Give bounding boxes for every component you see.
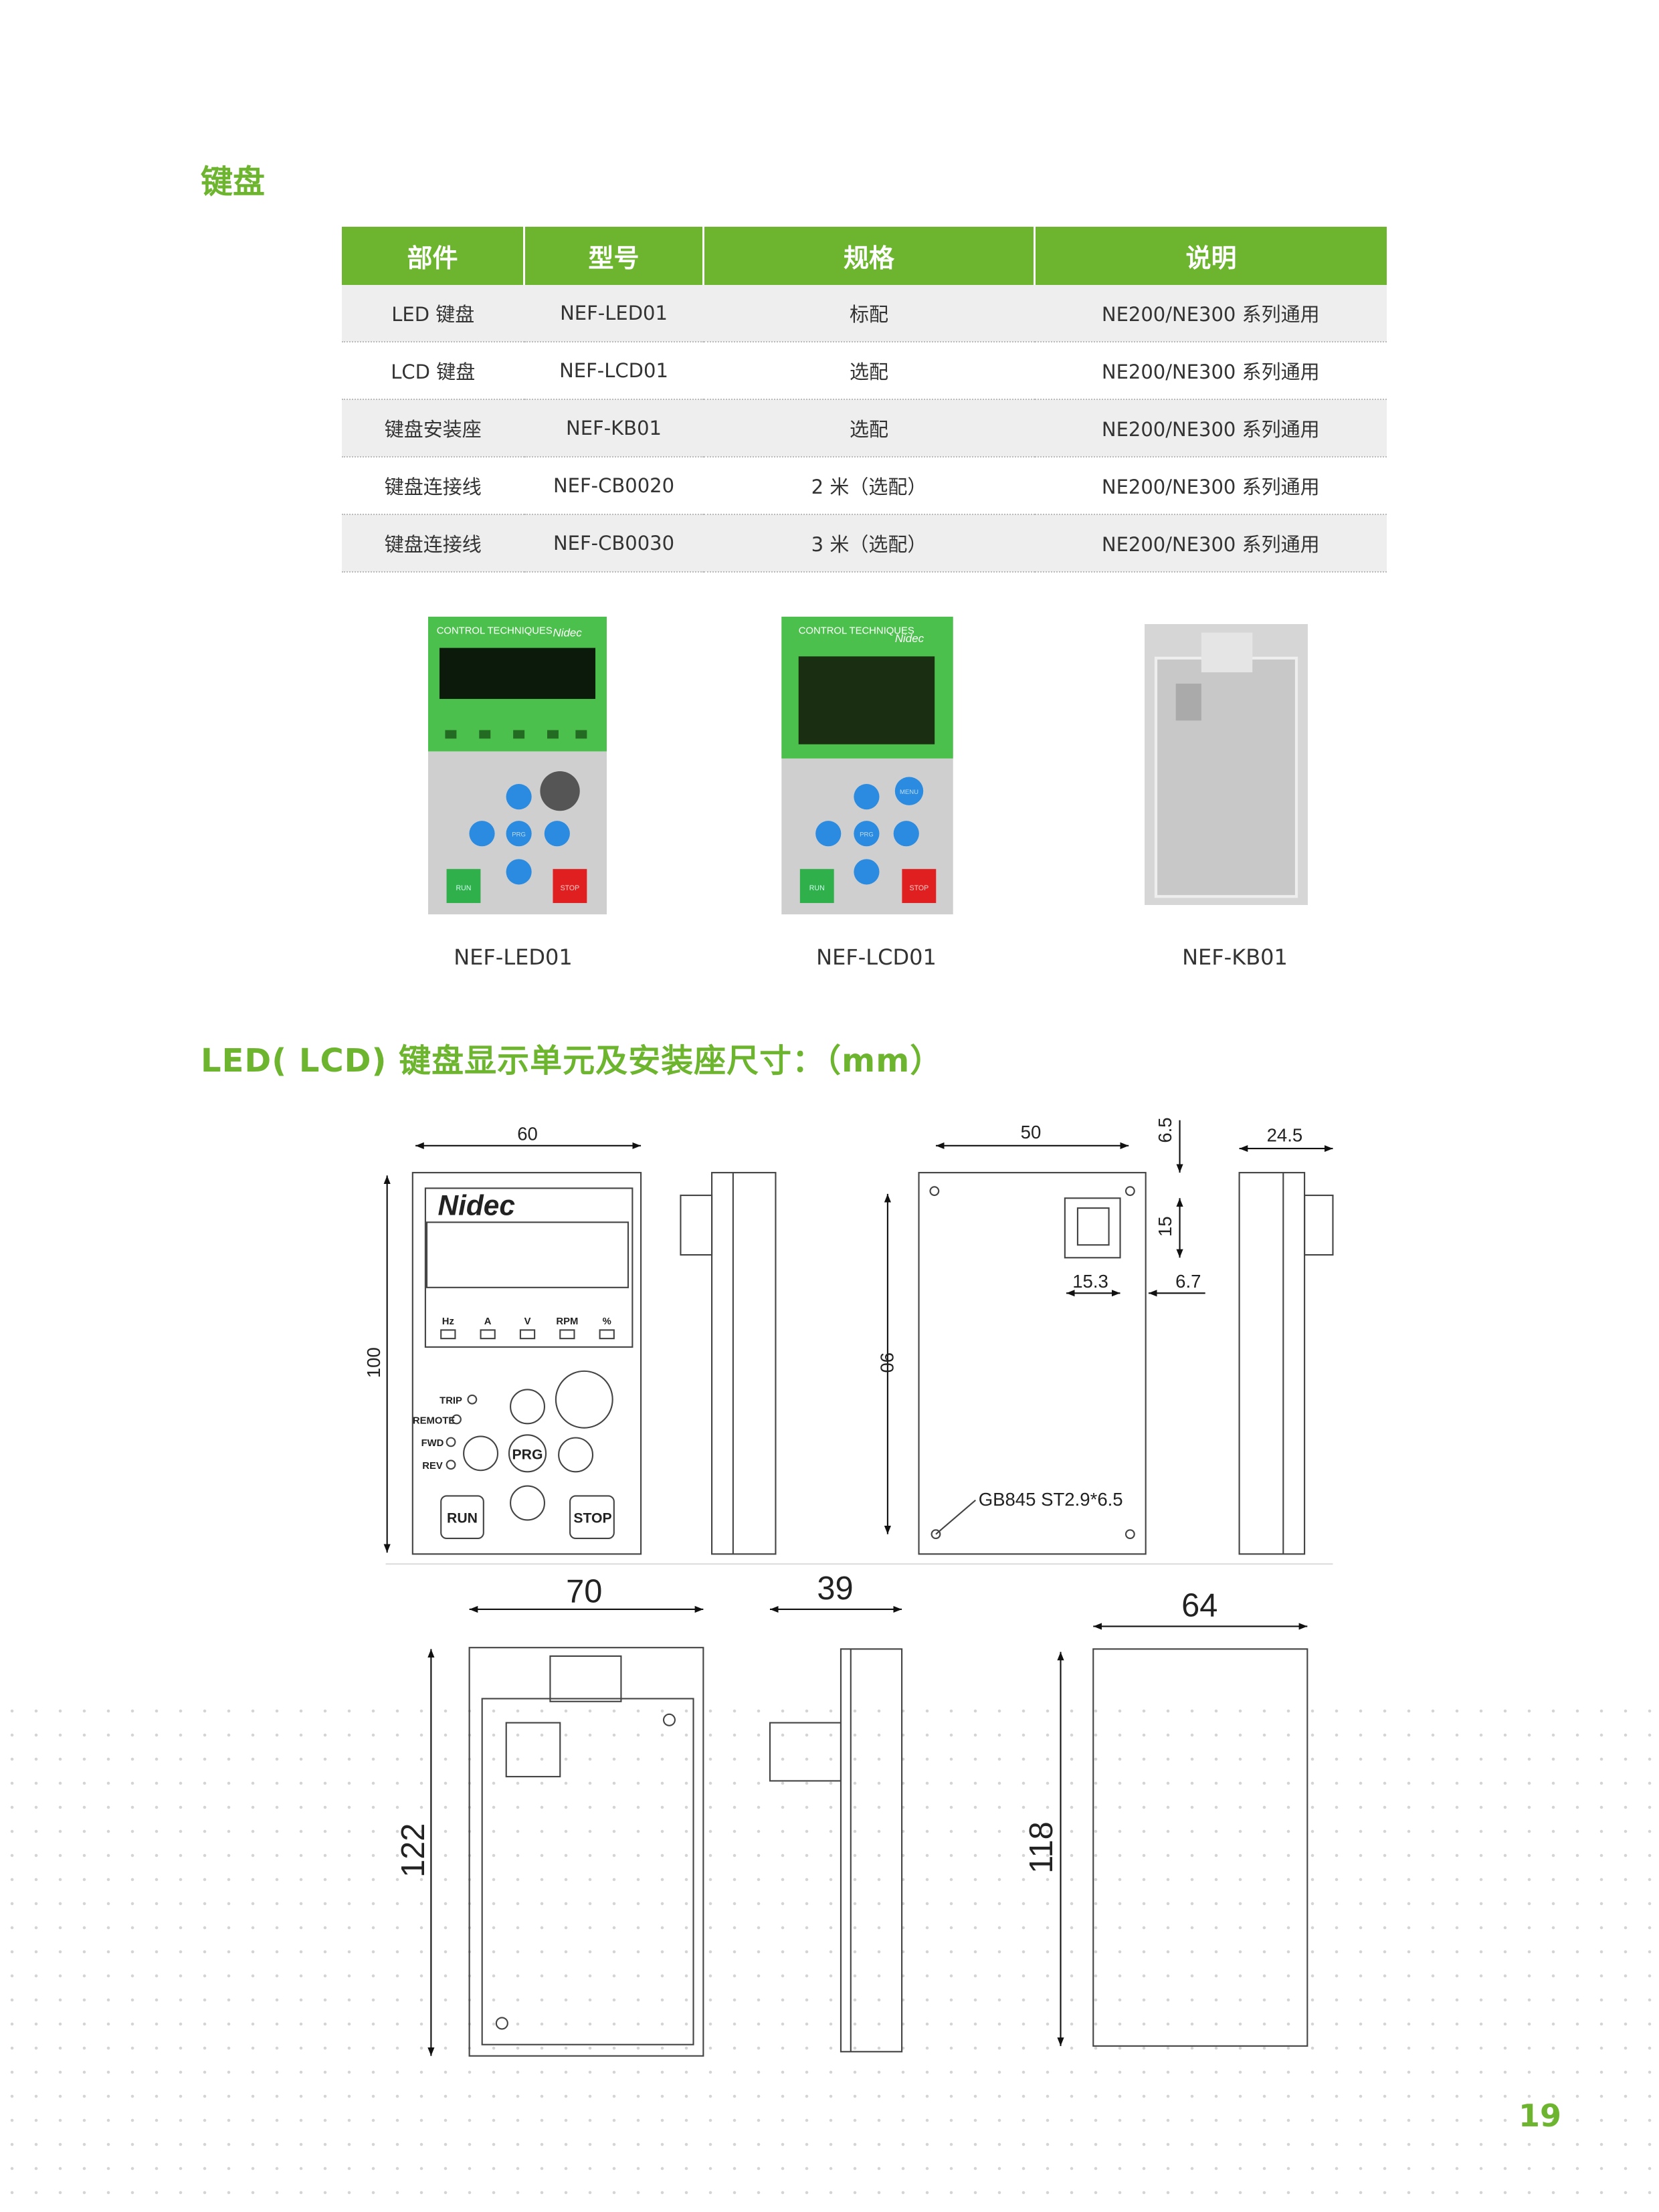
cell: NEF-LCD01 xyxy=(524,342,704,400)
led-prg-label: PRG xyxy=(512,831,526,838)
cell: NEF-LED01 xyxy=(524,285,704,342)
dim-side-depth: 24.5 xyxy=(1267,1124,1303,1145)
header-note: 说明 xyxy=(1034,227,1387,285)
caption-kb: NEF-KB01 xyxy=(1182,944,1288,970)
cell: 3 米（选配） xyxy=(703,514,1035,573)
cell: 选配 xyxy=(703,342,1035,400)
dim-hole-pitch: 90 xyxy=(876,1352,897,1373)
brand-text: CONTROL TECHNIQUES xyxy=(437,625,553,636)
dim-front-height: 100 xyxy=(363,1347,384,1378)
dim-base-height: 122 xyxy=(395,1823,431,1878)
led-run-label: RUN xyxy=(456,884,472,892)
led-label: REV xyxy=(422,1461,443,1472)
section-title: 键盘 xyxy=(201,163,266,201)
header-model: 型号 xyxy=(523,227,704,285)
dim-port-width: 15.3 xyxy=(1072,1271,1108,1292)
indicator-label: Hz xyxy=(442,1316,454,1327)
lcd-stop-label: STOP xyxy=(910,884,929,892)
lcd-run-label: RUN xyxy=(809,884,825,892)
lcd-keypad-image: CONTROL TECHNIQUES Nidec RUN STOP PRG ME… xyxy=(781,617,953,914)
dimensions-title: LED( LCD) 键盘显示单元及安装座尺寸：（mm） xyxy=(201,1042,943,1080)
dim-base-depth: 39 xyxy=(817,1571,853,1607)
lcd-prg-label: PRG xyxy=(860,831,874,838)
indicator-label: RPM xyxy=(556,1316,578,1327)
cell: 标配 xyxy=(703,285,1035,342)
key-prg: PRG xyxy=(512,1447,543,1462)
brand-text: CONTROL TECHNIQUES xyxy=(799,625,914,636)
cell: LCD 键盘 xyxy=(342,342,524,400)
cell: 2 米（选配） xyxy=(703,457,1035,515)
dim-back-width: 50 xyxy=(1021,1122,1042,1142)
cell: 键盘连接线 xyxy=(342,514,524,573)
cell: 键盘连接线 xyxy=(342,457,524,515)
dim-port-height: 15 xyxy=(1155,1216,1175,1237)
screw-spec: GB845 ST2.9*6.5 xyxy=(979,1489,1123,1510)
key-stop: STOP xyxy=(573,1511,611,1526)
cell: NE200/NE300 系列通用 xyxy=(1034,342,1387,400)
indicator-label: V xyxy=(524,1316,531,1327)
caption-lcd: NEF-LCD01 xyxy=(816,944,937,970)
indicator-label: A xyxy=(484,1316,492,1327)
cell: NE200/NE300 系列通用 xyxy=(1034,399,1387,458)
dim-top-offset: 6.5 xyxy=(1155,1117,1175,1142)
logo-text: Nidec xyxy=(553,627,582,639)
key-run: RUN xyxy=(447,1511,478,1526)
dotted-background xyxy=(0,1699,1659,2212)
dim-cutout-width: 64 xyxy=(1181,1588,1217,1624)
cell: NE200/NE300 系列通用 xyxy=(1034,285,1387,342)
dim-cutout-height: 118 xyxy=(1023,1821,1060,1874)
led-label: TRIP xyxy=(440,1396,462,1407)
led-label: FWD xyxy=(421,1438,444,1449)
front-outline xyxy=(411,1172,642,1555)
logo-text: Nidec xyxy=(895,632,924,645)
keypad-base-image xyxy=(1145,624,1308,905)
cell: NEF-CB0030 xyxy=(524,514,704,573)
cell: NEF-KB01 xyxy=(524,399,704,458)
lcd-menu-label: MENU xyxy=(900,789,918,796)
drawing-logo: Nidec xyxy=(438,1190,515,1221)
page-number: 19 xyxy=(1519,2098,1562,2134)
cell: NEF-CB0020 xyxy=(524,457,704,515)
header-part: 部件 xyxy=(342,227,524,285)
led-keypad-image: CONTROL TECHNIQUES Nidec RUN STOP PRG xyxy=(428,617,607,914)
caption-led: NEF-LED01 xyxy=(454,944,573,970)
cell: NE200/NE300 系列通用 xyxy=(1034,457,1387,515)
table-header: 部件 型号 规格 说明 xyxy=(342,227,1387,285)
cell: LED 键盘 xyxy=(342,285,524,342)
dim-base-width: 70 xyxy=(566,1573,602,1609)
header-spec: 规格 xyxy=(702,227,1035,285)
dim-front-width: 60 xyxy=(517,1123,538,1144)
cell: NE200/NE300 系列通用 xyxy=(1034,514,1387,573)
cell: 选配 xyxy=(703,399,1035,458)
indicator-label: % xyxy=(603,1316,611,1327)
led-stop-label: STOP xyxy=(561,884,580,892)
led-label: REMOTE xyxy=(413,1415,456,1426)
dim-port-offset: 6.7 xyxy=(1175,1271,1201,1292)
cell: 键盘安装座 xyxy=(342,399,524,458)
